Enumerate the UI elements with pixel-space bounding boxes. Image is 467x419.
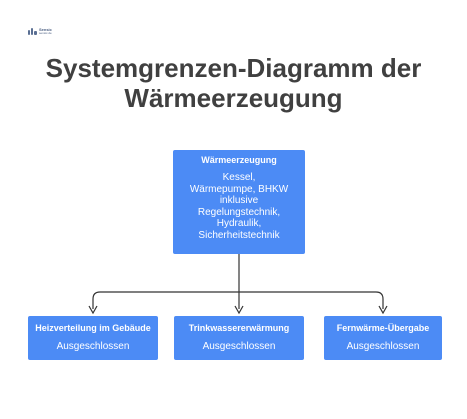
root-node-line: Hydraulik,: [216, 218, 262, 229]
child-node-status: Ausgeschlossen: [56, 341, 130, 352]
child-node-heading: Fernwärme-Übergabe: [336, 323, 430, 333]
root-node-waermeerzeugung: Wärmeerzeugung Kessel, Wärmepumpe, BHKW …: [173, 150, 305, 254]
root-node-line: Regelungstechnik,: [197, 206, 281, 218]
child-node-heading: Heizverteilung im Gebäude: [35, 323, 151, 333]
title-line-1: Systemgrenzen-Diagramm der: [45, 53, 422, 83]
root-node-body: Kessel, Wärmepumpe, BHKW inklusive Regel…: [173, 172, 305, 241]
child-node-status: Ausgeschlossen: [346, 341, 420, 352]
root-node-line: Sicherheitstechnik: [198, 229, 280, 241]
arrowhead-center: [234, 305, 244, 315]
child-node-trinkwasser: Trinkwassererwärmung Ausgeschlossen: [174, 316, 304, 360]
logo-text: Sensic: [39, 27, 52, 32]
title-line-2: Wärmeerzeugung: [124, 83, 343, 113]
child-node-heizverteilung: Heizverteilung im Gebäude Ausgeschlossen: [28, 316, 158, 360]
logo-subtext: sensic.de: [39, 31, 52, 35]
connector-branch-right: [239, 291, 384, 309]
logo-icon: [28, 28, 37, 35]
child-node-heading: Trinkwassererwärmung: [188, 323, 290, 333]
arrowhead-left: [88, 305, 98, 315]
root-node-line: Wärmepumpe, BHKW: [189, 183, 289, 195]
child-node-status: Ausgeschlossen: [202, 341, 276, 352]
arrowhead-right: [378, 305, 388, 315]
root-node-heading: Wärmeerzeugung: [201, 155, 277, 165]
root-node-line: Kessel,: [222, 172, 256, 183]
logo: Sensic sensic.de: [28, 28, 52, 35]
page-title: Systemgrenzen-Diagramm der Wärmeerzeugun…: [0, 53, 467, 113]
connector-branch-left: [92, 291, 239, 309]
root-node-line: inklusive: [219, 195, 259, 206]
child-node-fernwaerme: Fernwärme-Übergabe Ausgeschlossen: [324, 316, 442, 360]
